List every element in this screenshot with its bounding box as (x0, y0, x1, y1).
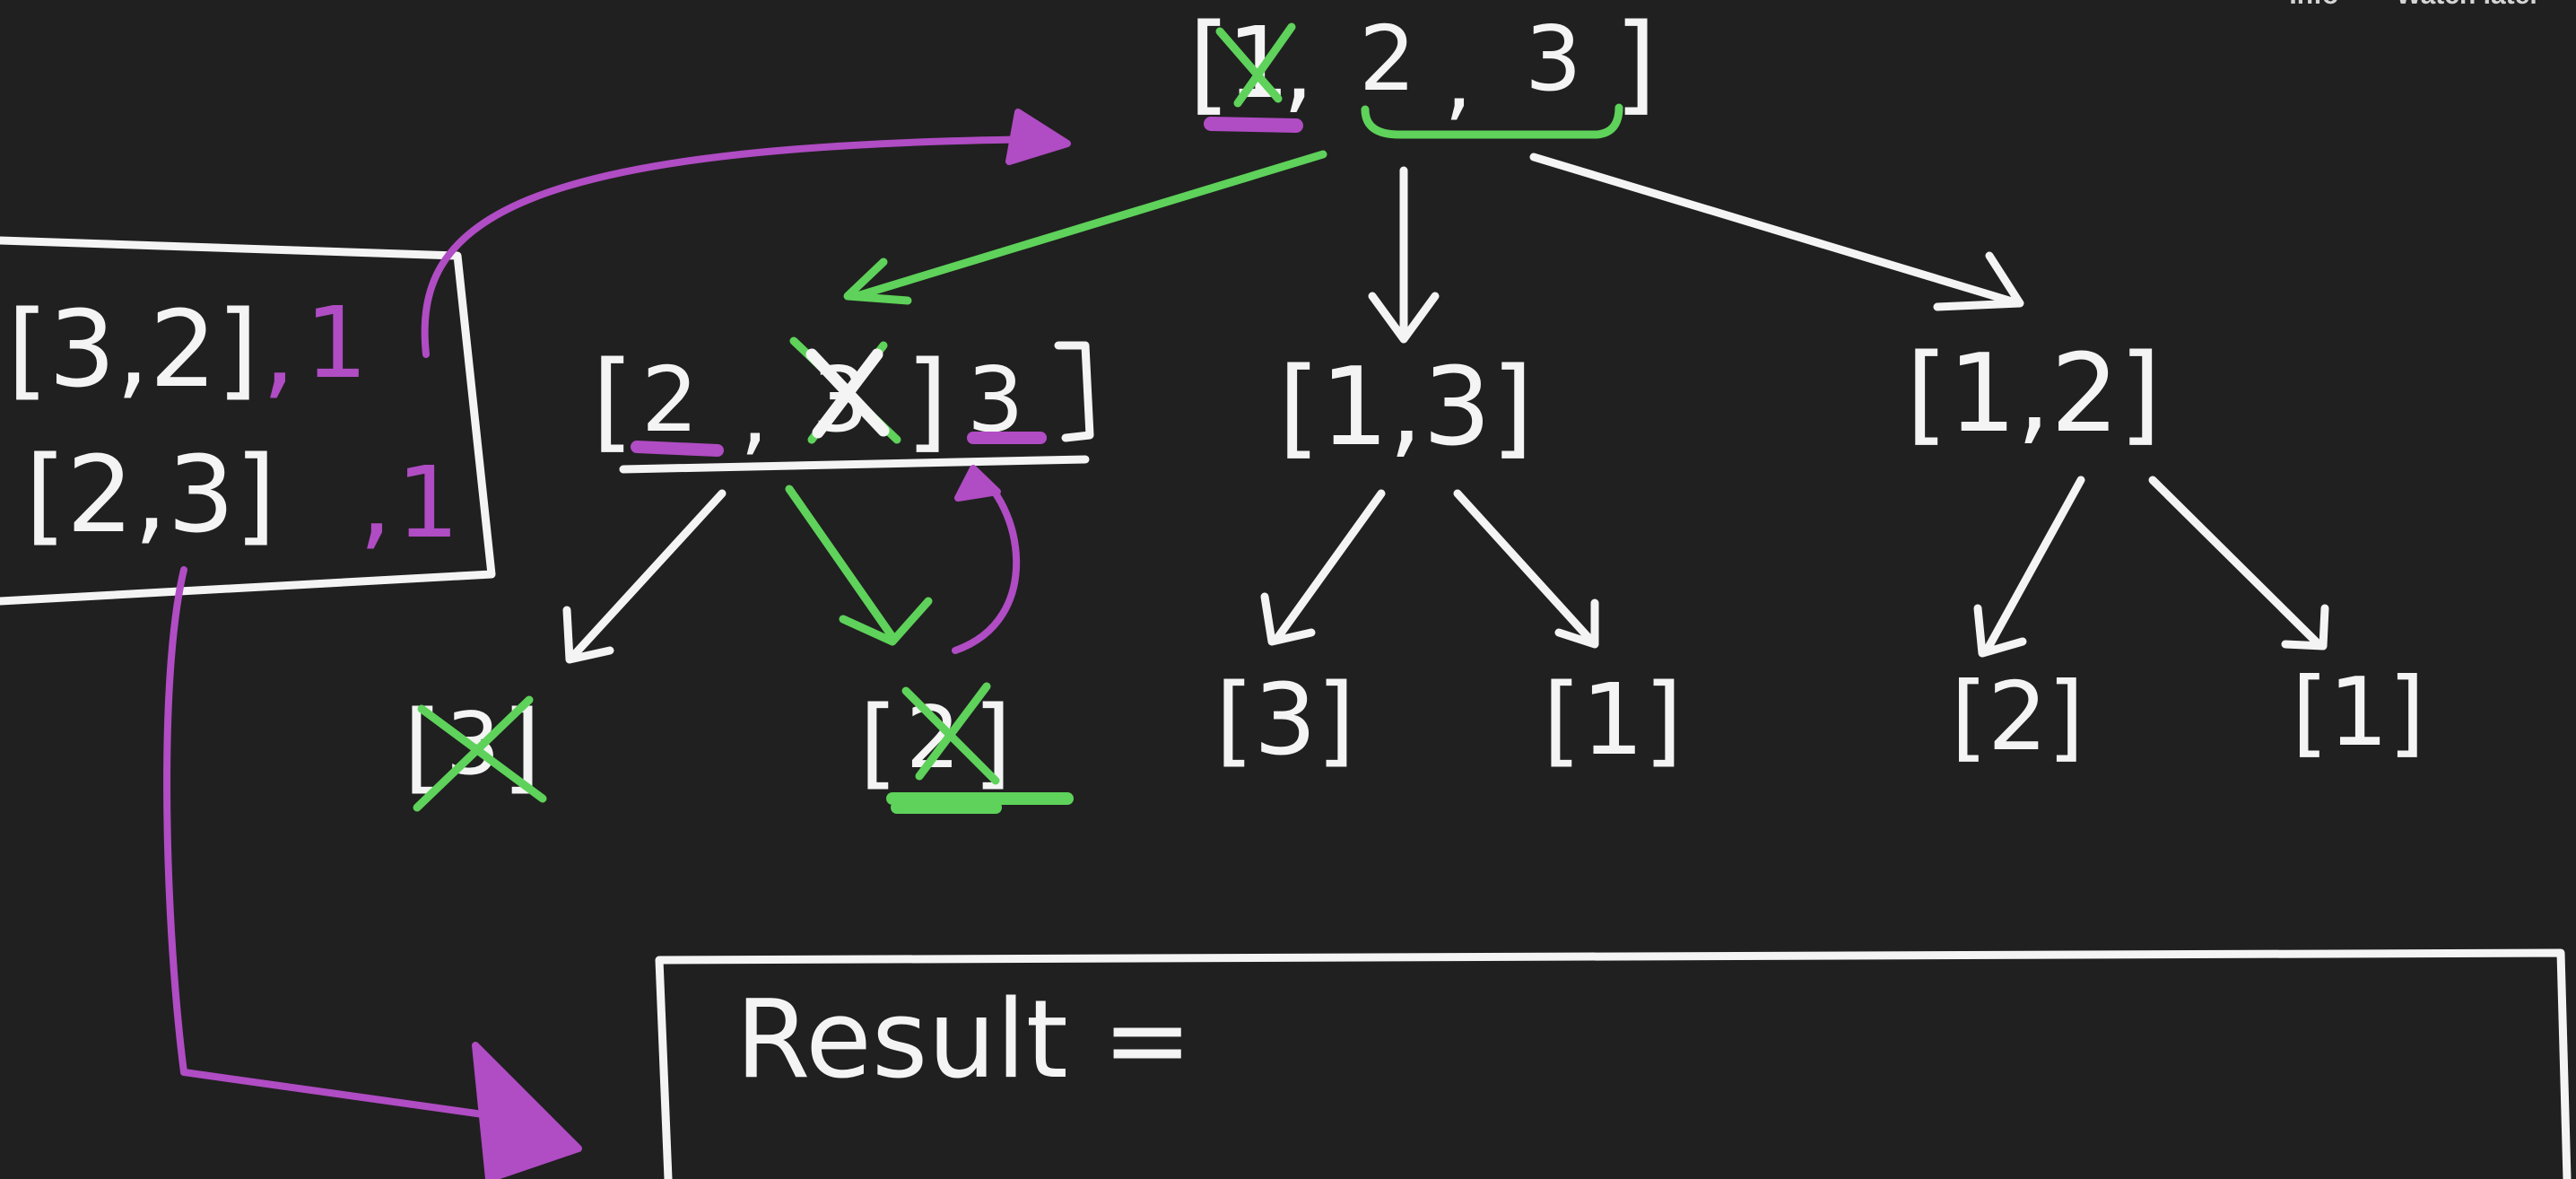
leaf-lr-green-underline (886, 792, 1074, 814)
left-first-digit: 2 (641, 347, 699, 452)
tree-node-mid: [1,3] (1278, 345, 1533, 470)
left-extra-bracket (1054, 341, 1094, 442)
memo-to-result-arrow (163, 566, 506, 1121)
leaf-lr-open: [ (859, 685, 898, 799)
edge-left-to-lr-arrowhead (839, 597, 933, 646)
leaf-rr: [1] (2292, 658, 2425, 767)
leaf-ll: [ 3 ] (404, 689, 547, 812)
edge-right-to-rr (2148, 476, 2323, 649)
edge-root-to-right-arrowhead (1933, 251, 2024, 311)
left-open-bracket: [ (592, 339, 634, 464)
root-open-bracket: [ (1188, 2, 1231, 127)
leaf-mr: [1] (1543, 662, 1683, 777)
edge-mid-to-mr-arrowhead (1554, 598, 1599, 649)
memo-to-result-arrowhead (472, 1042, 582, 1179)
left-divider-line (619, 455, 1090, 474)
edge-mid-to-mr (1453, 489, 1597, 646)
memo-box: [3,2] , 1 [2,3] , 1 (0, 236, 496, 606)
left-sep: , (740, 361, 769, 466)
root-mid-digit: 2 (1359, 6, 1416, 111)
memo-sep-1: , (262, 287, 296, 411)
leaf-ml: [3] (1215, 662, 1355, 777)
edge-root-to-left-arrowhead (843, 258, 912, 305)
edge-right-to-rr-arrowhead (2281, 604, 2329, 651)
root-sep-1: , (1283, 9, 1314, 124)
edge-root-to-mid-arrowhead (1368, 292, 1440, 344)
memo-perm-2: [2,3] (25, 432, 276, 556)
left-purple-underline-1 (631, 441, 724, 457)
leaf-lr: [ 2 ] (859, 682, 1074, 814)
edge-left-to-ll (570, 489, 727, 659)
tree-node-right: [1,2] (1906, 332, 2161, 457)
memo-sep-2: , (359, 438, 393, 562)
edge-mid-to-ml-arrowhead (1260, 592, 1316, 646)
root-green-bracket (1361, 103, 1623, 139)
edge-mid-to-ml (1274, 489, 1386, 642)
info-button[interactable]: Info (2289, 0, 2338, 11)
memo-count-1: 1 (305, 285, 368, 400)
backtrack-arrowhead (954, 465, 1001, 502)
tree-root-node: [ 1 , 2 , 3 ] (1188, 2, 1657, 139)
memo-perm-1: [3,2] (7, 287, 258, 411)
edge-root-to-left (852, 150, 1327, 301)
result-box: Result = (655, 948, 2572, 1179)
leaf-ll-cross (413, 695, 547, 812)
result-box-border (655, 948, 2572, 1179)
video-overlay-controls: Info Watch later (2289, 0, 2540, 11)
edge-right-to-rl-arrowhead (1973, 604, 2027, 658)
memo-count-2: 1 (396, 445, 459, 560)
memo-box-border (0, 236, 496, 606)
edge-left-to-lr (785, 485, 897, 642)
watch-later-button[interactable]: Watch later (2396, 0, 2540, 11)
left-close-bracket: ] (906, 339, 948, 464)
root-cross-mark (1215, 22, 1296, 108)
result-label: Result = (735, 978, 1192, 1103)
tree-node-left: [ 2 , 3 ] 3 (592, 336, 1094, 474)
leaf-lr-cross (901, 682, 1000, 785)
memo-to-root-arrowhead (1005, 109, 1071, 165)
root-last-digit: 3 (1525, 6, 1582, 111)
leaf-rl: [2] (1951, 662, 2084, 772)
edge-left-to-ll-arrowhead (562, 606, 614, 664)
edge-right-to-rl (1982, 476, 2085, 655)
memo-to-root-arrow (421, 135, 1062, 358)
root-purple-underline (1204, 117, 1303, 133)
edge-root-to-right (1529, 153, 2023, 308)
root-sep-2: , (1444, 26, 1473, 131)
left-white-cross (805, 348, 890, 439)
